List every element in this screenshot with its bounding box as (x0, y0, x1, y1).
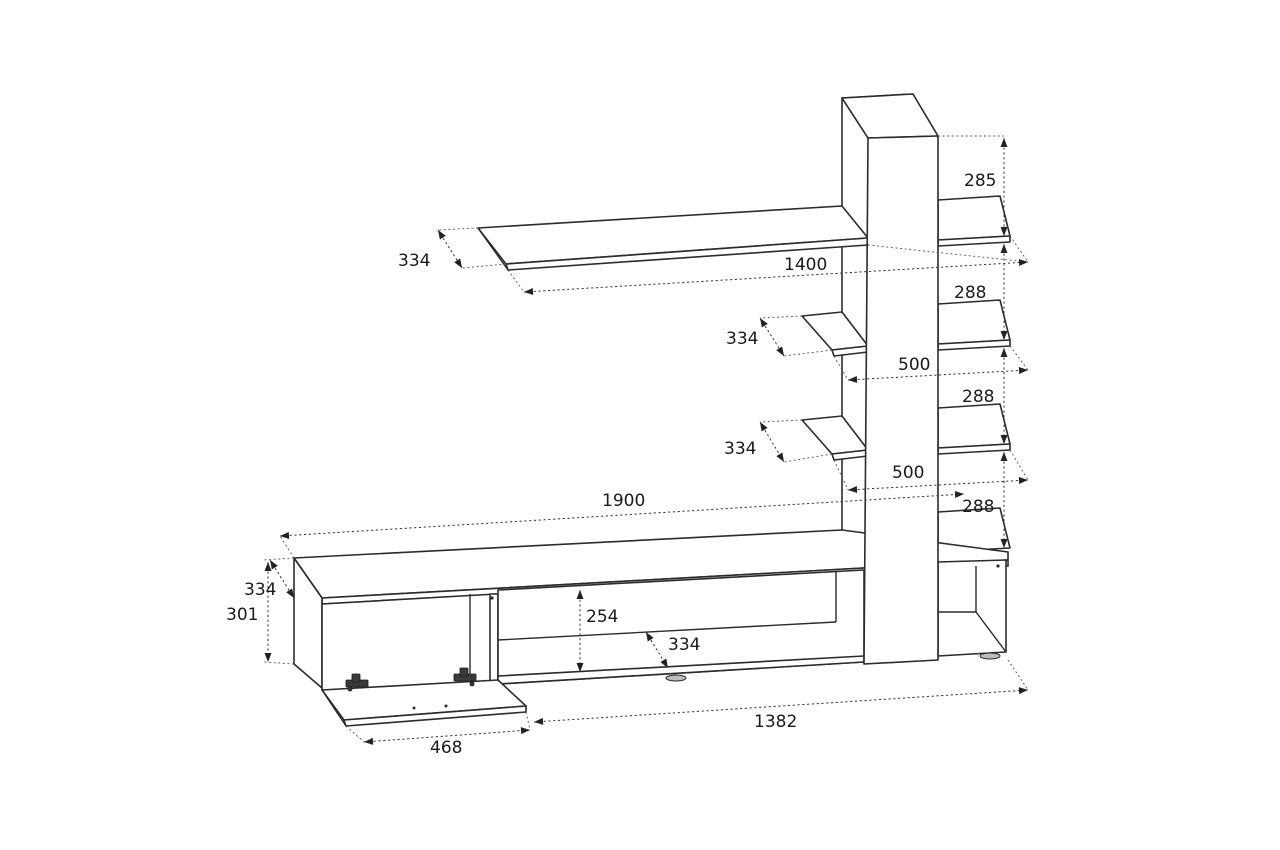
dim-line-500-b (847, 479, 1029, 491)
dim-line-1382 (533, 689, 1029, 723)
arrowhead (1018, 477, 1028, 484)
arrowhead (438, 230, 446, 240)
arrowhead (646, 632, 654, 642)
tower-front-panel (841, 93, 939, 665)
arrowhead (1000, 227, 1008, 236)
dim-line-1900 (279, 493, 965, 537)
arrowhead (576, 663, 584, 672)
dim-line-1400 (523, 261, 1029, 293)
label-top-shelf-length: 1400 (784, 255, 827, 275)
base-cabinet (293, 529, 1009, 691)
hinge-left (345, 673, 369, 692)
label-inner-height: 254 (586, 607, 618, 627)
label-cabinet-length: 1382 (754, 712, 797, 732)
arrowhead (1000, 348, 1008, 357)
dim-line-500-a (847, 369, 1029, 381)
dimension-lines (263, 135, 1029, 743)
arrowhead (1000, 138, 1008, 147)
arrowhead (1018, 687, 1028, 695)
arrowhead (1000, 435, 1008, 444)
arrowhead (660, 658, 668, 668)
arrowhead (1000, 331, 1008, 340)
label-tower-top-height: 285 (964, 171, 996, 191)
hinge-right (453, 667, 477, 687)
label-base-top-depth: 334 (244, 580, 276, 600)
arrowhead (1000, 452, 1008, 461)
dimension-labels: 334 1400 285 288 334 500 288 334 500 288… (226, 171, 996, 758)
arrowhead (576, 590, 584, 599)
arrowhead (280, 531, 290, 539)
arrowhead (760, 422, 768, 432)
label-base-length: 1900 (602, 491, 645, 511)
arrowhead (534, 717, 544, 725)
label-low-shelf-height: 288 (962, 387, 994, 407)
arrowhead (520, 727, 530, 735)
label-mid-shelf-length: 500 (898, 355, 930, 375)
side-shelf-middle (801, 299, 1011, 357)
label-top-shelf-depth: 334 (398, 251, 430, 271)
label-base-height: 301 (226, 605, 258, 625)
arrowhead (286, 588, 294, 598)
arrowhead (776, 452, 784, 462)
arrowhead (1018, 259, 1028, 267)
arrowhead (454, 258, 462, 268)
arrowhead (1000, 539, 1008, 548)
label-inner-depth: 334 (668, 635, 700, 655)
arrowhead (364, 737, 374, 745)
arrowhead (760, 318, 768, 328)
label-mid-shelf-height: 288 (954, 283, 986, 303)
label-door-width: 468 (430, 738, 462, 758)
arrowhead (1018, 367, 1028, 374)
arrowhead (776, 346, 784, 356)
label-mid-shelf-depth: 334 (726, 329, 758, 349)
arrowhead (524, 287, 534, 295)
arrowhead (848, 376, 858, 383)
arrowhead (1000, 244, 1008, 253)
arrowhead (954, 491, 964, 499)
label-low-shelf-length: 500 (892, 463, 924, 483)
dim-line-468 (363, 729, 531, 743)
arrowhead (848, 486, 858, 493)
label-low-shelf-depth: 334 (724, 439, 756, 459)
side-shelf-top (937, 195, 1011, 247)
dimension-arrowheads (264, 138, 1028, 745)
arrowhead (270, 560, 278, 570)
arrowhead (264, 653, 272, 662)
arrowhead (264, 562, 272, 571)
label-bottom-shelf-height: 288 (962, 497, 994, 517)
